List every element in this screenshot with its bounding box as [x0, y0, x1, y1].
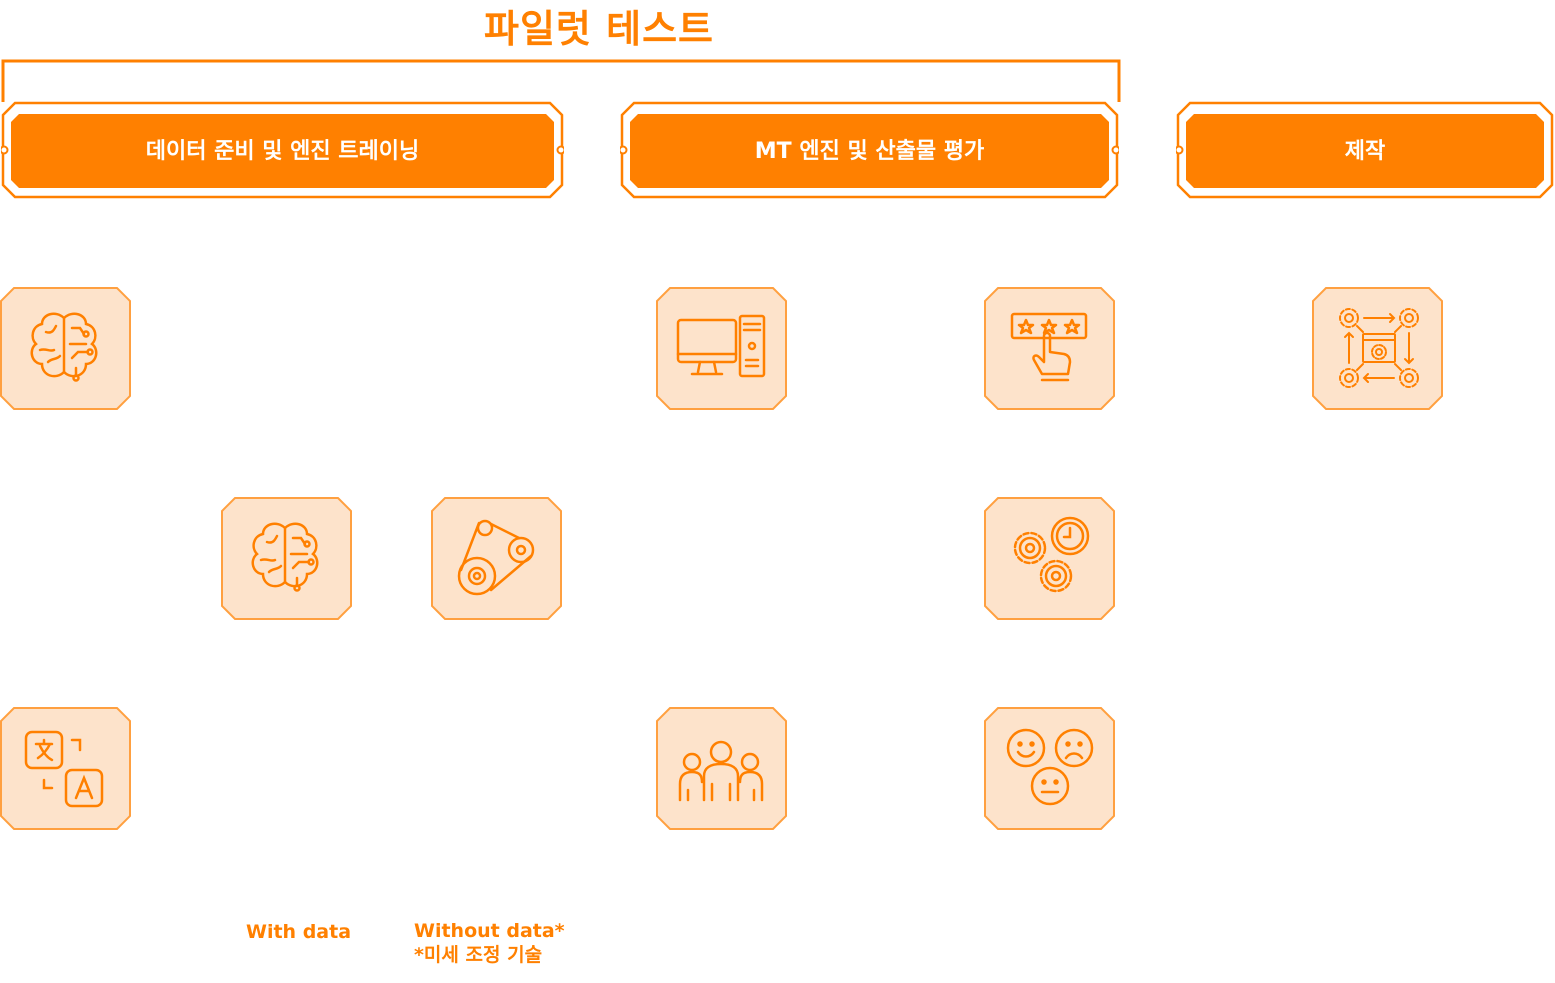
belt-pulley-gear-icon: [457, 519, 535, 596]
tile-brain: [0, 287, 131, 410]
tile-brain-with-data: [221, 497, 352, 620]
tile-frame: [0, 707, 131, 830]
tile-frame: [656, 287, 787, 410]
tile-frame: [221, 497, 352, 620]
tile-emotions: [984, 707, 1115, 830]
translate-icon: [24, 730, 104, 808]
phase-label: 제작: [1344, 139, 1386, 164]
phase-production: 제작: [1176, 101, 1554, 199]
brain-circuit-icon: [251, 522, 319, 592]
gear-workflow-icon: [1339, 308, 1419, 388]
brain-circuit-icon: [30, 312, 98, 382]
tile-frame: [0, 287, 131, 410]
star-rating-hand-icon: [1010, 312, 1088, 382]
caption-with-data: With data: [246, 921, 352, 943]
caption-without-data: Without data*: [414, 920, 565, 942]
gears-clock-icon: [1013, 516, 1090, 593]
phase-frame: [620, 101, 1119, 199]
phase-frame: [1, 101, 564, 199]
phase-label: 데이터 준비 및 엔진 트레이닝: [145, 139, 420, 164]
caption-footnote: *미세 조정 기술: [414, 944, 543, 966]
tile-star-rating: [984, 287, 1115, 410]
tile-gears-clock: [984, 497, 1115, 620]
phase-data-prep: 데이터 준비 및 엔진 트레이닝: [1, 101, 564, 199]
phase-label: MT 엔진 및 산출물 평가: [754, 139, 985, 164]
emotion-faces-icon: [1006, 728, 1094, 806]
desktop-computer-icon: [676, 314, 766, 378]
phase-mt-evaluation: MT 엔진 및 산출물 평가: [620, 101, 1119, 199]
tile-translate: [0, 707, 131, 830]
diagram-title: 파일럿 테스트: [484, 7, 714, 51]
tile-team: [656, 707, 787, 830]
tile-computer: [656, 287, 787, 410]
phase-frame: [1176, 101, 1554, 199]
team-people-icon: [678, 740, 764, 802]
tile-gear-workflow: [1312, 287, 1443, 410]
tile-belt-pulley: [431, 497, 562, 620]
pilot-test-bracket: [1, 59, 1121, 102]
